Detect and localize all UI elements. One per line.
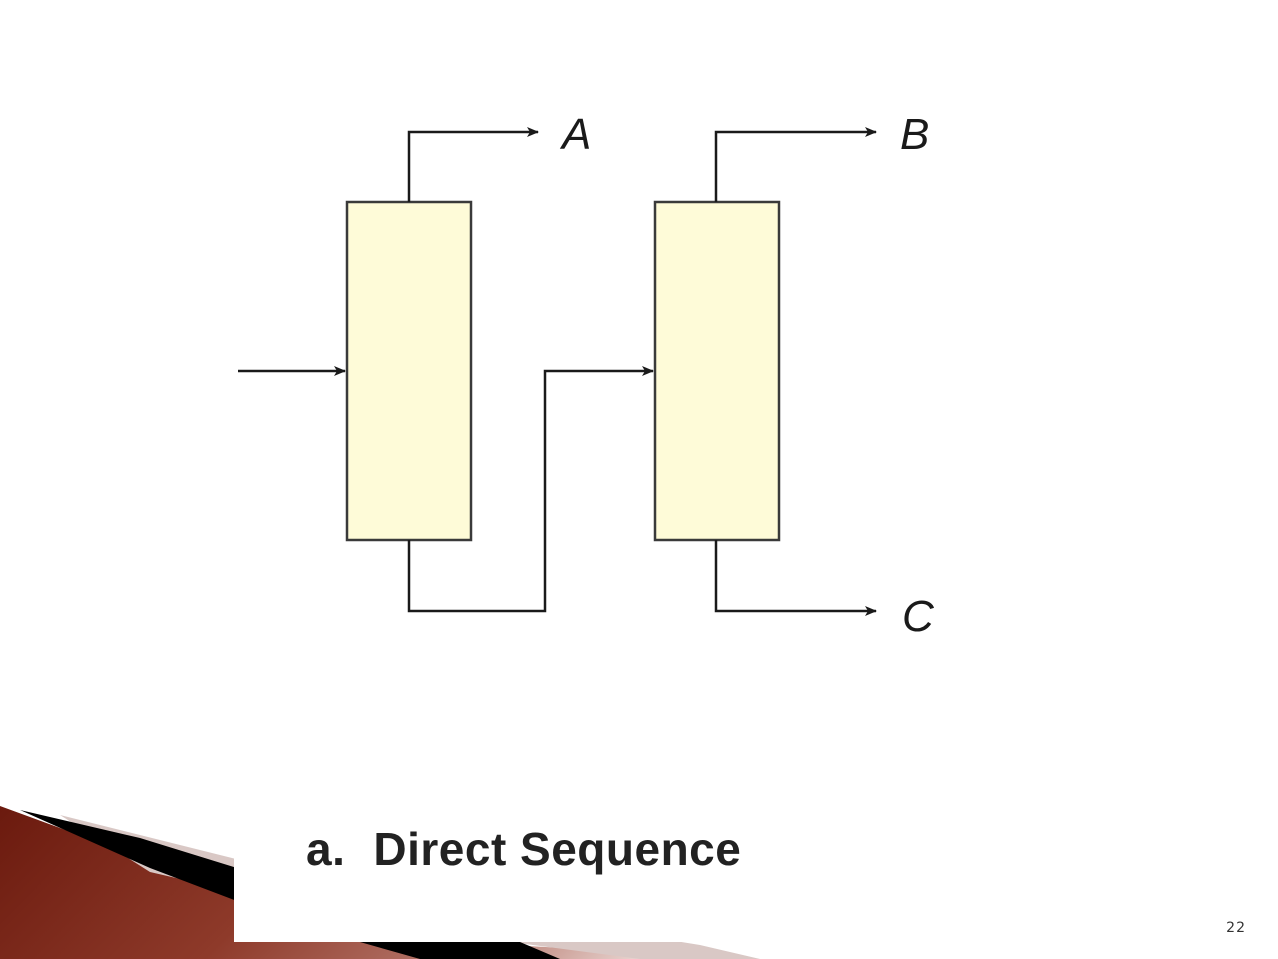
stream-label-c: C [902,592,935,641]
bottoms-to-column-2-arrow [407,366,654,613]
stream-label-a: A [559,110,591,159]
overhead-stream-b-arrow [714,127,877,202]
diagram-caption: a. Direct Sequence [306,822,741,876]
distillation-column-2 [653,200,781,542]
overhead-stream-a-arrow [407,127,539,202]
stream-label-b: B [900,110,929,159]
distillation-column-1 [345,200,473,542]
caption-text: Direct Sequence [373,823,742,875]
caption-letter: a. [306,823,346,875]
slide-number: 22 [1226,920,1246,936]
bottoms-stream-c-arrow [714,540,877,616]
